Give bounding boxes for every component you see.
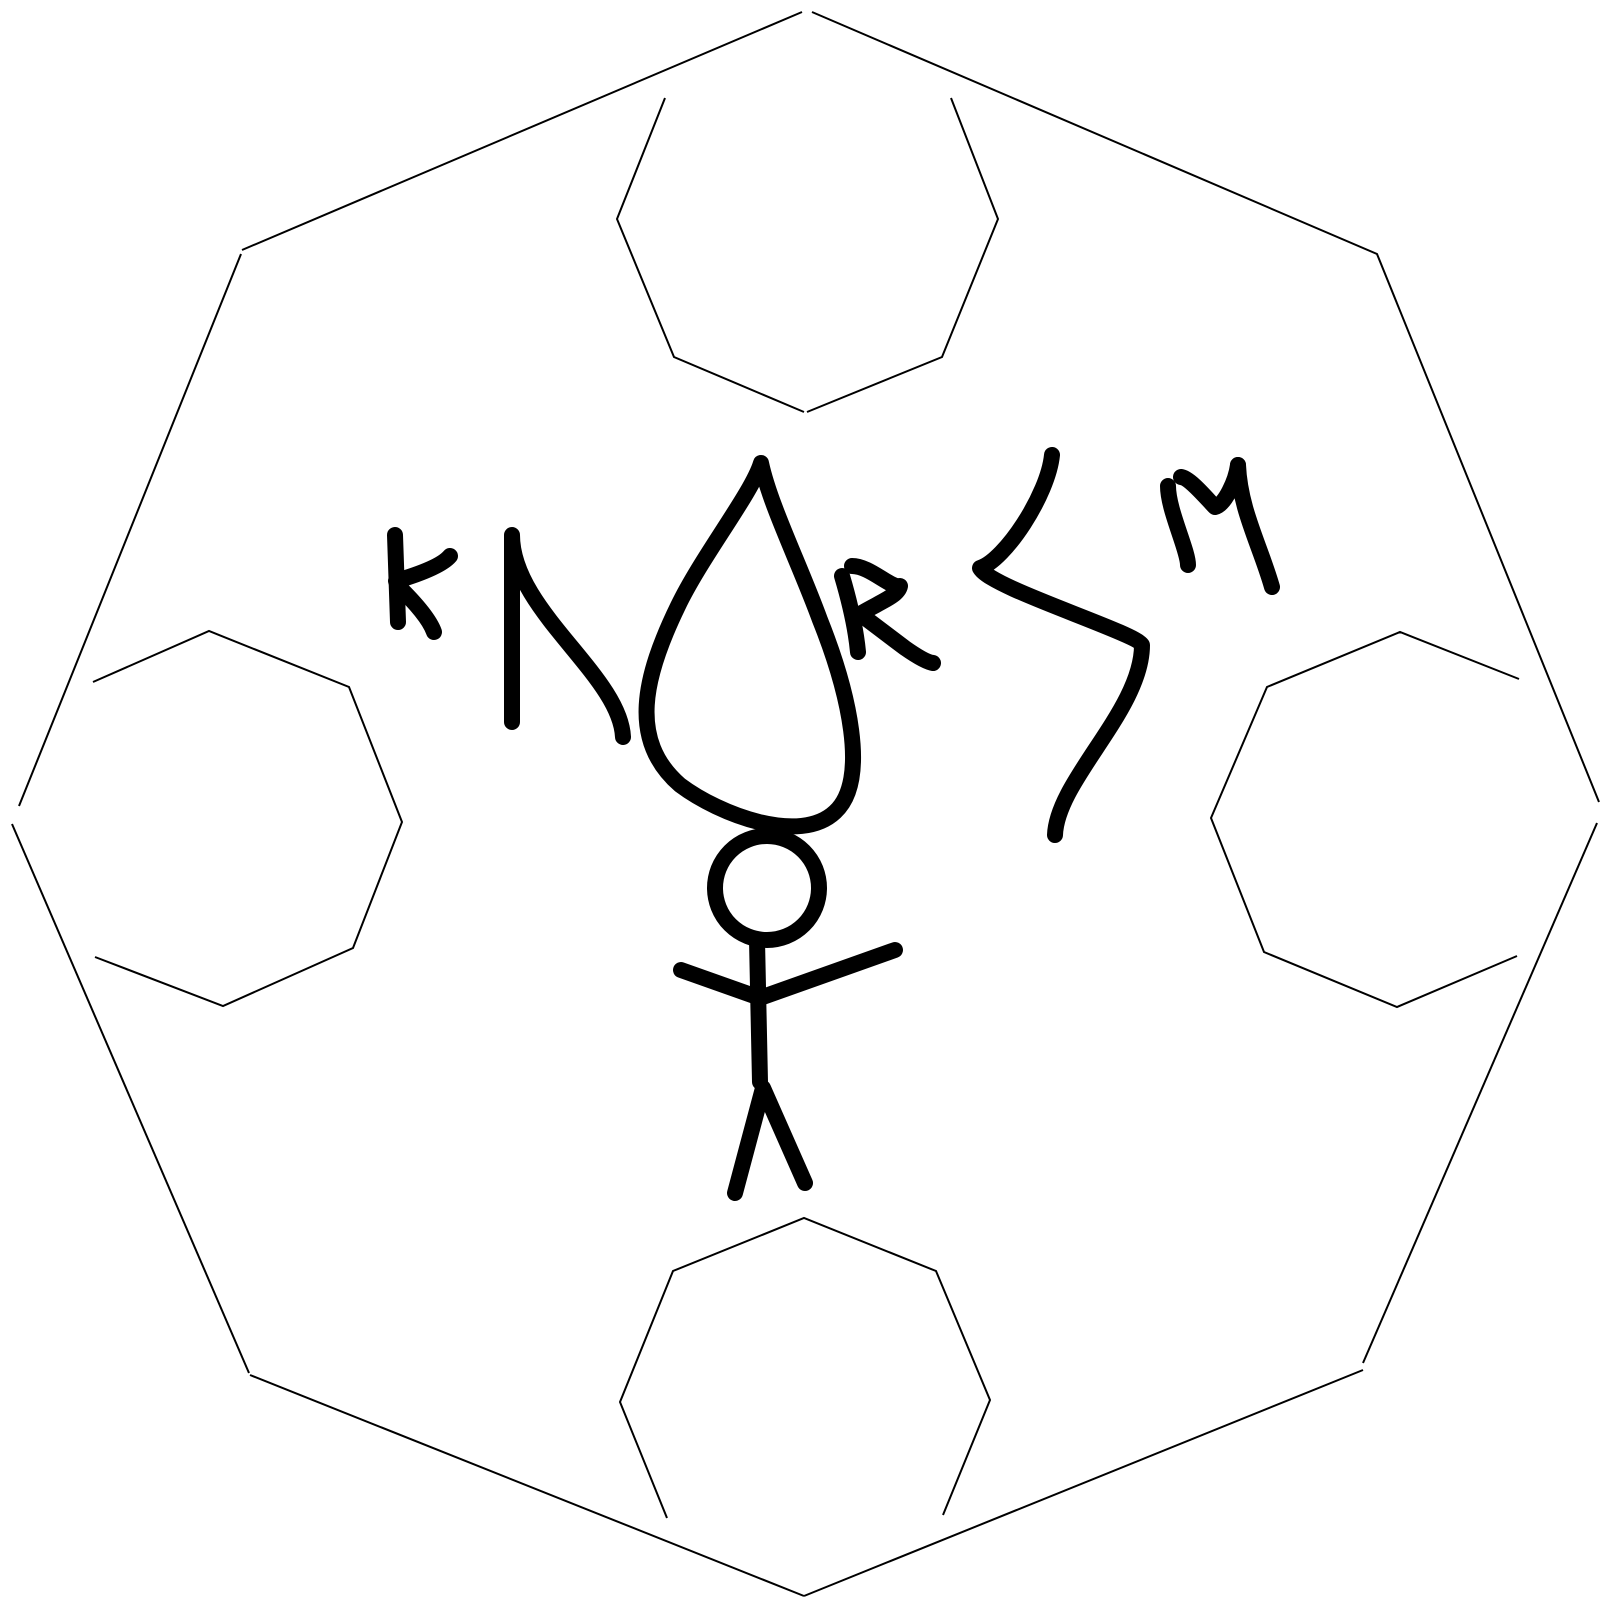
outer-decagon-lower-left-edge <box>11 823 250 1374</box>
outer-decagon-left-edge <box>18 253 242 807</box>
glyph-1 <box>387 527 458 640</box>
octagon-left <box>92 629 404 1008</box>
stick-figure <box>673 828 903 1201</box>
outer-decagon-bottom-right-edge <box>803 1369 1364 1597</box>
octagon-right <box>1209 630 1520 1009</box>
glyph-3-drop <box>638 455 861 835</box>
glyph-4 <box>834 558 941 671</box>
glyph-2 <box>504 527 631 745</box>
outer-decagon-lower-right-edge <box>1362 822 1598 1364</box>
stick-figure-legs <box>727 1080 813 1201</box>
stick-figure-head <box>707 828 827 948</box>
outer-decagon-bottom-left-edge <box>249 1374 805 1597</box>
stick-figure-arms <box>673 942 903 1006</box>
glyph-5 <box>972 447 1150 843</box>
outer-decagon <box>11 11 1600 1597</box>
outer-decagon-top-left-edge <box>241 11 803 251</box>
octagon-bottom <box>618 1216 992 1519</box>
stick-figure-body <box>749 932 768 1090</box>
octagon-top <box>615 97 1000 413</box>
outer-decagon-top-right-edge <box>811 11 1600 803</box>
glyph-6 <box>1160 457 1280 595</box>
